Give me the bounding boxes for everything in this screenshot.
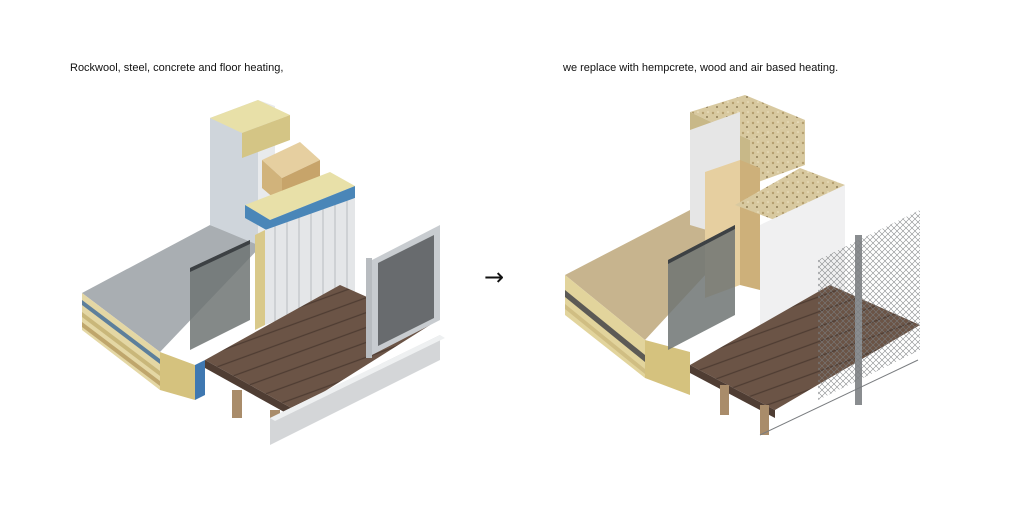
right-arrow-icon: → (484, 263, 505, 291)
caption-biobased: we replace with hempcrete, wood and air … (563, 62, 839, 74)
hempcrete-wall (735, 168, 845, 222)
right-detail (565, 95, 920, 436)
mesh-railing (818, 210, 920, 400)
window-glass (190, 240, 250, 350)
timber-beam-cluster (262, 142, 320, 178)
hempcrete-roof-blocks (690, 95, 805, 140)
left-detail (82, 100, 445, 445)
window-glass-bio (668, 225, 735, 350)
wall-insulation-band (245, 172, 355, 220)
roof-insulation (210, 100, 290, 133)
clay-floor-slab (565, 210, 745, 340)
concrete-upstand (270, 335, 440, 445)
caption-conventional: Rockwool, steel, concrete and floor heat… (70, 62, 284, 74)
